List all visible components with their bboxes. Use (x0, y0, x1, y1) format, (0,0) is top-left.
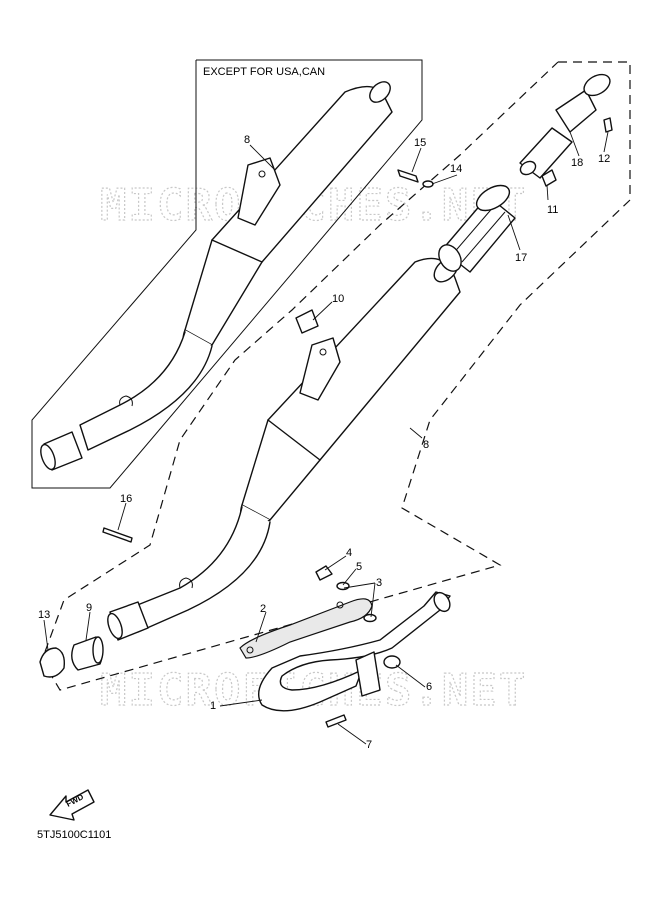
main-muffler (107, 257, 461, 641)
callout-5: 5 (356, 561, 362, 573)
callout-6: 6 (426, 681, 432, 693)
callout-10: 10 (332, 293, 344, 305)
exhaust-pipe-assembly (39, 527, 451, 728)
diagram-code: 5TJ5100C1101 (37, 829, 111, 841)
callout-8b: 8 (423, 439, 429, 451)
callout-9: 9 (86, 602, 92, 614)
inset-muffler (40, 81, 393, 471)
callout-labels: 8 15 14 18 12 11 17 10 8 16 4 5 3 2 13 9… (38, 134, 610, 751)
callout-2: 2 (260, 603, 266, 615)
inset-note: EXCEPT FOR USA,CAN (203, 66, 325, 78)
callout-17: 17 (515, 252, 527, 264)
callout-15: 15 (414, 137, 426, 149)
callout-11: 11 (547, 204, 558, 216)
callout-16: 16 (120, 493, 132, 505)
callout-12: 12 (598, 153, 610, 165)
spark-arrester-assembly (295, 73, 613, 334)
callout-7: 7 (366, 739, 372, 751)
callout-14: 14 (450, 163, 462, 175)
fwd-arrow-icon: FWD (49, 789, 95, 821)
callout-4: 4 (346, 547, 352, 559)
leader-lines (43, 131, 609, 745)
callout-1: 1 (210, 700, 216, 712)
callout-3: 3 (376, 577, 382, 589)
inset-box (31, 59, 423, 489)
callout-18: 18 (571, 157, 583, 169)
callout-8a: 8 (244, 134, 250, 146)
callout-13: 13 (38, 609, 50, 621)
